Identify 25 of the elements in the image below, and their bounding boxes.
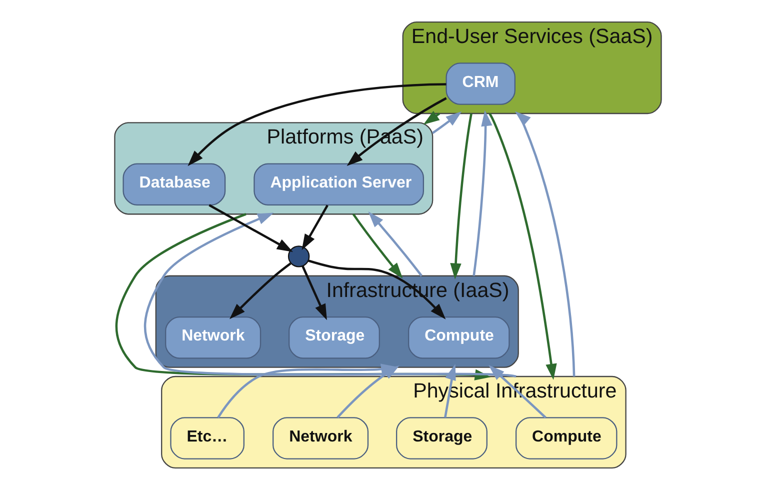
node-box: Network [272,417,369,460]
node-box: Compute [516,417,618,460]
arrow [450,113,472,280]
node-box: Storage [288,316,380,359]
arrow [514,111,576,377]
arrow [488,112,557,380]
arrow [488,365,546,418]
arrow [230,262,292,320]
node-box: Application Server [254,163,424,206]
node-box: Etc… [170,417,244,460]
arrow [368,212,423,277]
arrow [208,204,294,252]
node-box: Database [122,163,226,206]
arrow [188,83,446,166]
node-box: CRM [446,62,516,105]
arrow [302,204,328,250]
node-box: Storage [396,417,488,460]
node-box: Compute [408,316,510,359]
arrow [217,364,398,418]
arrow [472,110,492,276]
node-circle [288,246,310,268]
arrow [444,364,456,418]
node-box: Network [165,316,262,359]
arrow [302,266,327,320]
arrow [352,213,403,279]
